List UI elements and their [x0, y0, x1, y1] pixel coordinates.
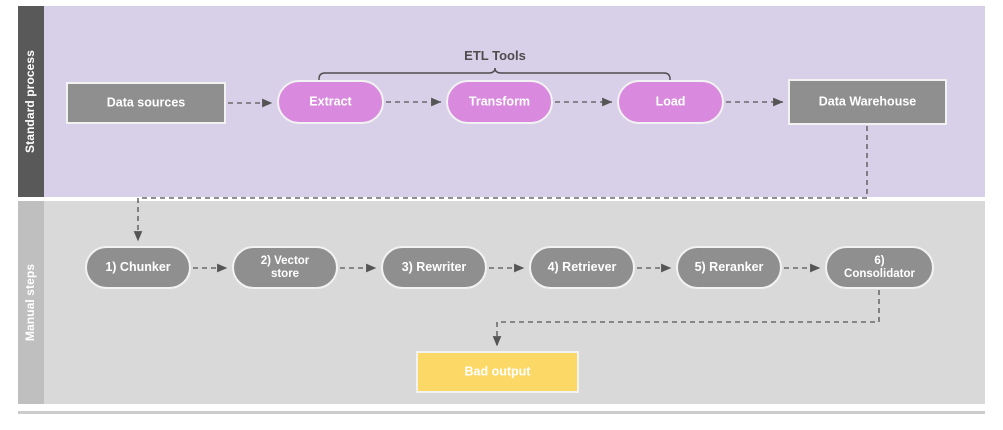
- node-shape: [416, 351, 579, 393]
- node-shape: [232, 246, 338, 289]
- lane-label-standard-process: Standard process: [23, 50, 37, 153]
- node-shape: [617, 80, 724, 124]
- node-shape: [277, 80, 384, 124]
- node-label: Consolidator: [844, 268, 915, 280]
- node-load[interactable]: Load: [617, 80, 724, 124]
- node-label: 4) Retriever: [548, 260, 617, 274]
- node-label: Transform: [469, 94, 530, 108]
- node-consolidator[interactable]: 6)Consolidator: [825, 246, 934, 289]
- node-shape: [85, 246, 191, 289]
- node-transform[interactable]: Transform: [446, 80, 553, 124]
- node-data-warehouse[interactable]: Data Warehouse: [788, 79, 947, 125]
- node-label: 3) Rewriter: [402, 260, 467, 274]
- node-label: Data Warehouse: [819, 94, 917, 108]
- node-shape: [529, 246, 635, 289]
- node-shape: [825, 246, 934, 289]
- node-shape: [381, 246, 487, 289]
- node-retriever[interactable]: 4) Retriever: [529, 246, 635, 289]
- node-label: Load: [656, 94, 686, 108]
- node-shape: [788, 79, 947, 125]
- etl-tools-bracket-group: ETL Tools: [318, 48, 671, 81]
- node-label: store: [271, 268, 299, 280]
- etl-tools-bracket: [318, 67, 671, 81]
- node-data-sources[interactable]: Data sources: [66, 82, 226, 124]
- node-label: 1) Chunker: [105, 260, 170, 274]
- node-layer: Data sources Extract Transform Load Data War…: [66, 79, 947, 393]
- node-extract[interactable]: Extract: [277, 80, 384, 124]
- node-label: 5) Reranker: [695, 260, 764, 274]
- connector-consolidator-to-bad-output: [492, 290, 880, 347]
- lane-label-manual-steps: Manual steps: [23, 264, 37, 341]
- lane-sidebar: [18, 201, 44, 404]
- lane-sidebar: [18, 6, 44, 197]
- node-label: Extract: [309, 94, 352, 108]
- etl-tools-label: ETL Tools: [464, 48, 526, 63]
- connector-data-warehouse-to-chunker: [133, 126, 868, 242]
- node-label: 2) Vector: [261, 255, 310, 267]
- footer-divider: [18, 411, 985, 414]
- connector-layer: [133, 97, 880, 347]
- node-bad-output[interactable]: Bad output: [416, 351, 579, 393]
- node-shape: [66, 82, 226, 124]
- node-shape: [676, 246, 782, 289]
- node-label: Bad output: [465, 364, 532, 378]
- node-chunker[interactable]: 1) Chunker: [85, 246, 191, 289]
- node-label: Data sources: [107, 95, 186, 109]
- node-reranker[interactable]: 5) Reranker: [676, 246, 782, 289]
- node-label: 6): [874, 255, 884, 267]
- node-rewriter[interactable]: 3) Rewriter: [381, 246, 487, 289]
- node-shape: [446, 80, 553, 124]
